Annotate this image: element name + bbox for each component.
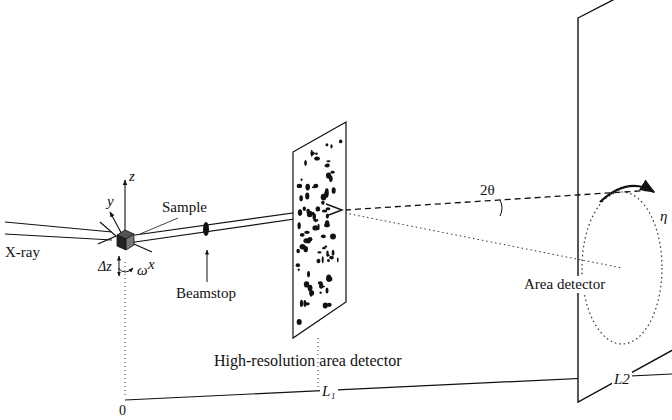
axis-label: x [146, 256, 157, 273]
beamstop-pointer [207, 250, 208, 282]
delta-z-arrow [119, 256, 120, 276]
beamstop [203, 222, 209, 236]
sample-leader [140, 218, 178, 234]
diffraction-spot [326, 172, 331, 178]
diffraction-spot [323, 303, 328, 309]
high-resolution-detector-plane [293, 122, 346, 338]
diffraction-spot [326, 287, 329, 293]
diffraction-spot [330, 177, 332, 179]
diffraction-spot [315, 152, 318, 154]
diffraction-spot [305, 184, 310, 191]
diffraction-spot [324, 223, 330, 227]
distance-label: L2 [612, 371, 632, 388]
diffraction-spot [317, 251, 321, 253]
guide-lines [125, 262, 612, 398]
diffraction-spot [318, 281, 323, 284]
distance-label: 0 [119, 403, 126, 418]
diffraction-spot [304, 231, 310, 234]
diffraction-spot [330, 233, 336, 239]
diffraction-spot [297, 222, 300, 229]
diffraction-spot [300, 244, 306, 250]
diffraction-spot [326, 160, 330, 162]
diffraction-spot [319, 292, 321, 294]
diffraction-spot [305, 192, 309, 199]
diffraction-spot [331, 171, 335, 174]
diffraction-spot [312, 212, 315, 215]
direct-beam [345, 213, 622, 268]
area-detector-plane [578, 0, 672, 402]
diffracted-beam [345, 190, 654, 210]
eta-arrow [600, 186, 654, 202]
angle-label: 2θ [478, 182, 497, 199]
diffraction-spot [332, 187, 336, 193]
diffraction-spot [300, 233, 305, 237]
motion-label: Δz [98, 259, 112, 274]
diffraction-spot [303, 207, 306, 211]
diffraction-spot [305, 302, 310, 305]
angle-label: η [660, 208, 667, 225]
diffraction-spot [326, 276, 332, 281]
omega-rotation [118, 268, 133, 272]
part-label: Area detector [522, 276, 607, 293]
distance-label: L₁ [320, 383, 338, 400]
diffraction-spot [299, 195, 303, 201]
diffraction-spot [322, 286, 325, 288]
diffraction-spot [312, 186, 317, 188]
xray-beam [5, 222, 116, 244]
two-theta-arc [500, 200, 502, 216]
diffraction-spot [298, 209, 302, 216]
diffraction-spot [327, 259, 330, 262]
diffraction-spot [308, 237, 313, 242]
diffraction-spot [337, 257, 339, 262]
diffraction-spot [325, 143, 328, 146]
diffraction-spot [300, 300, 303, 307]
diffraction-spot [332, 250, 335, 256]
diffraction-spot [304, 160, 307, 166]
beam-label: X-ray [5, 244, 40, 261]
diffraction-spot [298, 269, 300, 271]
diffraction-spot [325, 220, 329, 227]
diffraction-spot [309, 290, 314, 296]
diffraction-spot [321, 194, 327, 201]
diffraction-spot [315, 219, 317, 222]
diffraction-spot [330, 144, 332, 148]
diffraction-spot [311, 150, 313, 157]
diffraction-spot [317, 259, 321, 263]
part-label: High-resolution area detector [214, 352, 401, 370]
diffraction-spot [324, 246, 327, 248]
diffraction-spot [296, 249, 300, 253]
diffraction-spot [321, 201, 325, 205]
diffraction-spot [326, 275, 331, 282]
diffraction-spot [325, 164, 330, 168]
diffraction-spot [325, 188, 329, 195]
diffraction-spot [339, 140, 342, 144]
diffraction-spot [300, 179, 302, 181]
diffraction-spot [326, 207, 331, 210]
part-label: Beamstop [176, 285, 236, 302]
axis-label: z [129, 168, 135, 185]
diffraction-spot [322, 209, 327, 212]
diffraction-spot [297, 319, 302, 325]
diffraction-spot [312, 225, 318, 230]
diffraction-spot [322, 256, 324, 263]
diffraction-spot [306, 209, 310, 213]
diffraction-spot [321, 234, 326, 238]
diffraction-spot [297, 184, 302, 188]
part-label: Sample [162, 199, 207, 216]
diffraction-spot [316, 206, 321, 211]
diffraction-spot [296, 263, 300, 267]
motion-label: ω [137, 262, 148, 279]
sample-crystal [117, 230, 134, 250]
diffraction-spot [329, 256, 334, 260]
diffraction-spot [307, 271, 310, 277]
diffraction-spot [314, 156, 320, 160]
sample-axes [110, 180, 152, 252]
beam-arrow-tip [326, 204, 342, 216]
diffraction-spot [327, 254, 330, 256]
diffraction-spot [326, 251, 328, 258]
axis-label: y [107, 193, 114, 210]
diffraction-spots [296, 140, 343, 325]
